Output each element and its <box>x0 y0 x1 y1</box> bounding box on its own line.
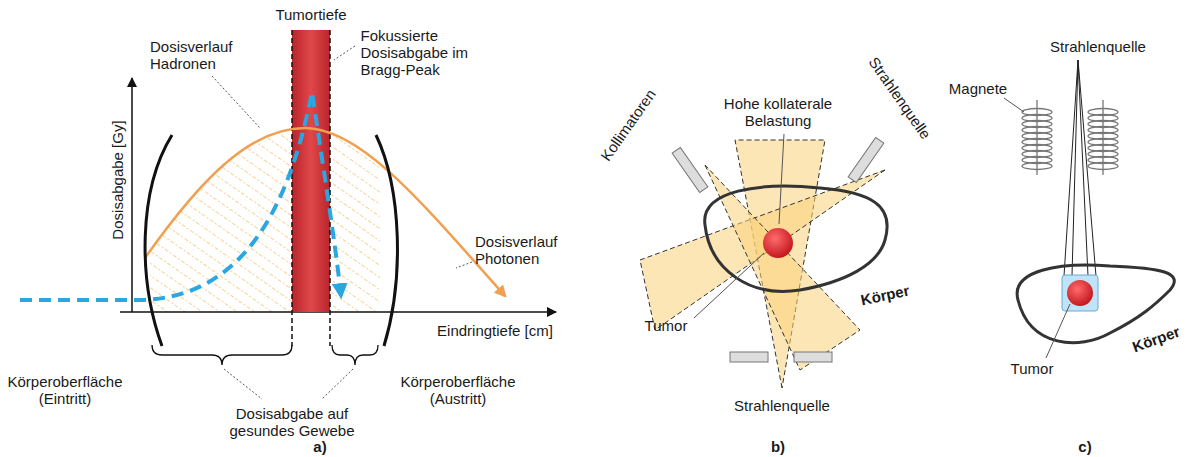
tumor-edge <box>291 30 293 346</box>
body-outline <box>705 186 887 291</box>
beam-line <box>1064 60 1078 276</box>
collimator <box>730 352 768 362</box>
leader-line <box>456 262 472 268</box>
leader-line <box>334 46 355 60</box>
leader-line <box>212 76 260 128</box>
callout-label: Körperoberfläche (Eintritt) <box>0 373 130 407</box>
callout-label: Dosisverlauf Hadronen <box>150 38 250 72</box>
x-axis <box>120 311 556 313</box>
leader-line <box>779 134 784 224</box>
callout-label: Dosisverlauf Photonen <box>475 233 579 267</box>
leader-line <box>1046 304 1070 358</box>
collimator <box>794 352 832 362</box>
tumor-label: Tumortiefe <box>256 6 366 23</box>
hadron-curve <box>20 92 341 300</box>
collimator <box>848 137 884 182</box>
photon-curve <box>145 128 505 296</box>
panel-b <box>640 134 887 388</box>
target-volume <box>1062 275 1098 311</box>
magnet-coils <box>1022 100 1118 175</box>
collimator-label: Kollimatoren <box>589 75 666 175</box>
panel-letter: c) <box>1065 438 1105 455</box>
source-label: Strahlenquelle <box>1038 38 1158 55</box>
tumor <box>763 228 793 258</box>
callout-label: Hohe kollaterale Belastung <box>703 95 853 129</box>
panel-letter: a) <box>300 438 340 455</box>
panel-letter: b) <box>758 438 798 455</box>
source-label: Strahlenquelle <box>722 397 842 414</box>
hatched-dose-area <box>150 128 380 312</box>
body-label: Körper <box>852 280 918 310</box>
coil-winding <box>1088 163 1118 170</box>
brace <box>152 345 292 365</box>
beam-line <box>1072 60 1078 276</box>
leader-line <box>1004 98 1024 112</box>
tumor-edge <box>329 30 331 346</box>
callout-label: Fokussierte Dosisabgabe im Bragg-Peak <box>361 27 476 78</box>
leader-line <box>224 369 262 399</box>
source-label: Strahlenquelle <box>859 44 942 152</box>
callout-label: Dosisabgabe auf gesundes Gewebe <box>217 405 367 439</box>
panel-c <box>1004 60 1174 358</box>
tumor-label: Tumor <box>1004 360 1060 377</box>
body-surface <box>145 135 172 346</box>
leader-line <box>322 369 353 399</box>
y-axis <box>131 78 133 312</box>
beam-line <box>1078 60 1096 276</box>
body-surface <box>376 135 397 346</box>
tumor-label: Tumor <box>638 317 694 334</box>
brace <box>332 345 378 365</box>
collimator <box>672 147 708 192</box>
panel-a <box>20 30 556 399</box>
body-label: Körper <box>1126 321 1186 357</box>
coil-winding <box>1022 163 1052 170</box>
axis-label: Dosisabgabe [Gy] <box>109 105 126 255</box>
callout-label: Körperoberfläche (Austritt) <box>393 373 523 407</box>
magnet-label: Magnete <box>943 80 1013 97</box>
axis-label: Eindringtiefe [cm] <box>425 322 565 339</box>
tumor <box>1067 280 1093 306</box>
leader-line <box>694 253 764 318</box>
